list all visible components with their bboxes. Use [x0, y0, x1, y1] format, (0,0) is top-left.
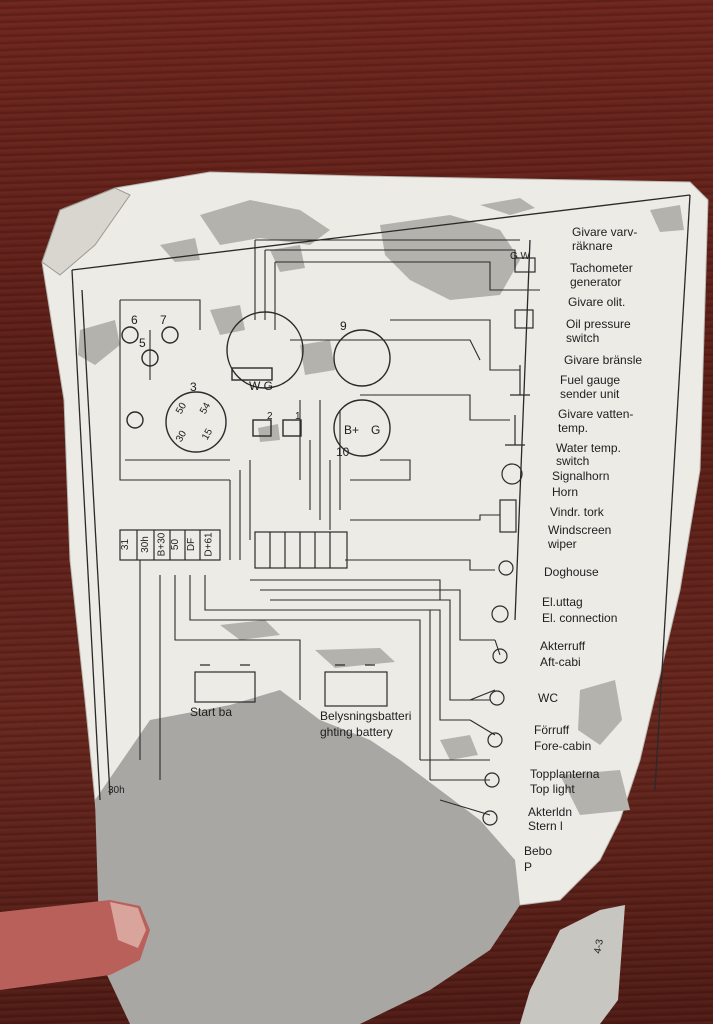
battery-label: Belysningsbatteri: [320, 709, 412, 723]
legend-label: temp.: [558, 421, 589, 435]
gauge-label: G W: [510, 251, 530, 262]
torn-fragment: [520, 905, 625, 1024]
legend-label: Fuel gauge: [560, 373, 621, 387]
terminal-label: 50: [170, 538, 182, 551]
curled-corner: [41, 187, 131, 276]
gauge-number: 2: [267, 411, 273, 422]
gauge-label: B+: [344, 423, 360, 437]
gauge-number: 1: [295, 411, 301, 422]
gauge-label: W G: [249, 379, 273, 393]
legend-label: sender unit: [560, 387, 620, 401]
gauge-number: 6: [131, 313, 138, 327]
gauge-number: 10: [336, 445, 350, 459]
legend-label: Förruff: [534, 723, 570, 737]
frame-lines: [71, 194, 691, 801]
gauge-number: 3: [190, 380, 197, 394]
terminal-label: D+61: [203, 532, 215, 557]
legend-label: Stern l: [528, 819, 563, 833]
legend-label: Givare vatten-: [558, 407, 634, 421]
legend-label: Akterruff: [540, 639, 586, 653]
legend-label: switch: [556, 454, 590, 468]
legend-label: Bebo: [524, 844, 553, 858]
battery-label: ghting battery: [320, 725, 393, 739]
worn-area: [95, 690, 520, 1024]
legend-label: generator: [570, 275, 622, 289]
fragment-number: 4-3: [592, 938, 606, 955]
terminal-label: B+30: [156, 532, 168, 557]
legend-label: Topplanterna: [530, 767, 600, 781]
sensors: [482, 257, 536, 826]
peeled-spots: [78, 198, 684, 815]
legend-label: Aft-cabi: [540, 655, 581, 669]
gauge-number: 7: [160, 313, 167, 327]
terminal-label: 30h: [139, 536, 151, 553]
terminal-label: DF: [186, 537, 198, 552]
battery-label: Start ba: [190, 705, 233, 719]
legend-label: Horn: [552, 485, 579, 499]
legend-label: Water temp.: [556, 441, 621, 455]
legend-label: Windscreen: [548, 523, 612, 537]
legend-label: Top light: [530, 782, 575, 796]
gauge-number: 5: [139, 336, 146, 350]
gauges: [121, 311, 391, 457]
thumb: [0, 900, 150, 990]
terminal-block: [119, 529, 348, 569]
legend-label: El. connection: [542, 611, 618, 625]
legend-label: Givare varv-: [572, 225, 638, 239]
legend-label: switch: [566, 331, 600, 345]
terminal-label: 30h: [108, 785, 125, 796]
legend-label: WC: [538, 691, 558, 705]
legend-label: Signalhorn: [552, 469, 610, 483]
legend-label: wiper: [548, 537, 577, 551]
legend-label: Oil pressure: [566, 317, 631, 331]
legend-label: P: [524, 860, 533, 874]
legend-label: Givare bränsle: [564, 353, 643, 367]
legend-label: Vindr. tork: [550, 505, 604, 519]
terminal-label: 31: [120, 538, 132, 551]
legend-label: Givare olit.: [568, 295, 626, 309]
wiring-lines: [119, 239, 540, 816]
legend-label: Doghouse: [544, 565, 599, 579]
legend-label: Fore-cabin: [534, 739, 592, 753]
legend-label: räknare: [572, 239, 613, 253]
legend-label: Akterldn: [528, 805, 573, 819]
gauge-label: G: [371, 423, 381, 437]
legend-label: El.uttag: [542, 595, 583, 609]
gauge-number: 9: [340, 319, 347, 333]
legend-label: Tachometer: [570, 261, 633, 275]
batteries: [194, 664, 388, 707]
